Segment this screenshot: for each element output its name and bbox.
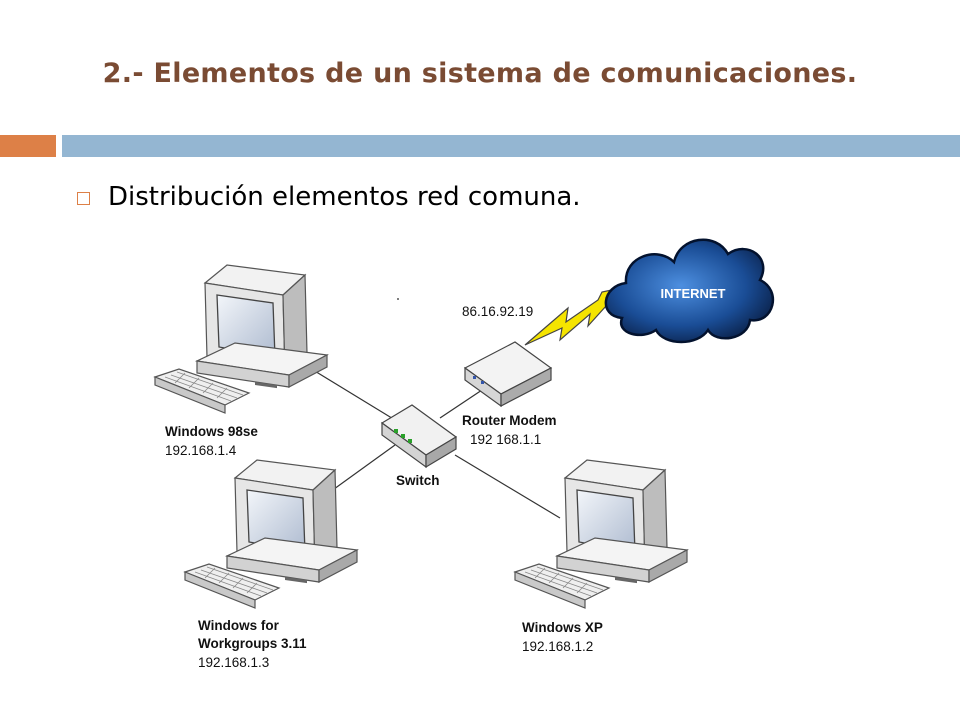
internet-cloud-icon: INTERNET <box>604 238 775 344</box>
router-label: Router Modem <box>462 413 557 428</box>
wan-link-lightning-icon <box>524 288 618 346</box>
accent-bar <box>0 135 56 157</box>
square-bullet-icon <box>77 191 90 205</box>
bullet-text: Distribución elementos red comuna. <box>108 182 581 212</box>
pc-wfw-label-line1: Windows for <box>198 618 280 633</box>
switch-icon <box>380 404 458 469</box>
router-modem-icon <box>463 341 553 408</box>
router-public-ip: 86.16.92.19 <box>462 304 533 319</box>
switch-label: Switch <box>396 473 440 488</box>
pc-windows-for-workgroups-icon <box>184 459 358 609</box>
pc-xp-ip: 192.168.1.2 <box>522 639 593 654</box>
router-ip: 192 168.1.1 <box>470 432 541 447</box>
pc-98se-label: Windows 98se <box>165 424 258 439</box>
pc-98se-ip: 192.168.1.4 <box>165 443 237 458</box>
slide-title: 2.- Elementos de un sistema de comunicac… <box>102 58 858 89</box>
bullet-item: Distribución elementos red comuna. <box>77 182 581 212</box>
pc-windows-xp-icon <box>514 459 688 609</box>
pc-xp-label: Windows XP <box>522 620 603 635</box>
header-band <box>62 135 960 157</box>
pc-wfw-label-line2: Workgroups 3.11 <box>198 636 307 651</box>
pc-windows-98se-icon <box>154 264 328 414</box>
internet-label: INTERNET <box>661 286 726 301</box>
pc-wfw-ip: 192.168.1.3 <box>198 655 269 670</box>
